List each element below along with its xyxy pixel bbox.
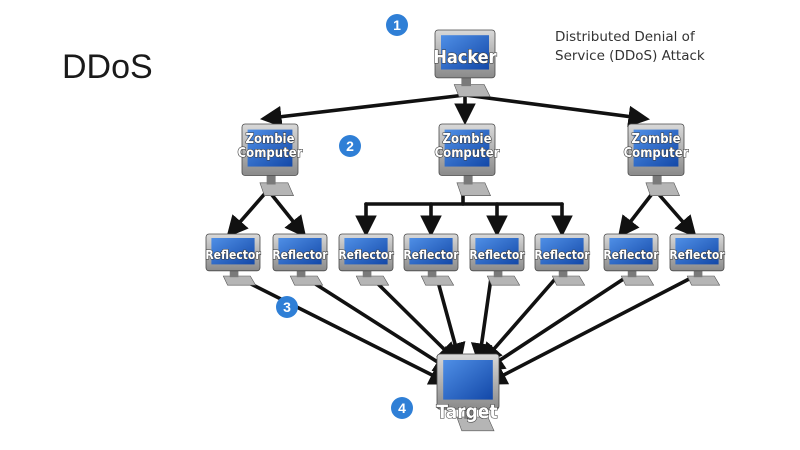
reflector-computer-2: Reflector	[272, 233, 329, 286]
step-number-4: 4	[398, 400, 406, 416]
reflector-label-7: Reflector	[603, 248, 659, 262]
hacker-label: Hacker	[433, 47, 496, 68]
reflector-label-5: Reflector	[469, 248, 525, 262]
arrow-reflector-2-to-target	[304, 276, 456, 374]
reflector-label-3: Reflector	[338, 248, 394, 262]
diagram-caption: Distributed Denial of Service (DDoS) Att…	[555, 28, 755, 66]
zombie-computer-center-label-line1: Zombie	[442, 132, 491, 147]
zombie-computer-right-label-line2: Computer	[624, 146, 689, 161]
step-number-3: 3	[283, 299, 291, 315]
arrow-zombie-left-to-reflector-1	[226, 188, 270, 238]
step-number-1: 1	[393, 17, 401, 33]
arrow-reflector-7-to-target	[482, 276, 627, 372]
hacker-computer: Hacker	[433, 29, 497, 97]
zombie-computer-center-label-line2: Computer	[435, 146, 500, 161]
arrow-reflector-4-to-target	[435, 276, 466, 365]
reflector-label-1: Reflector	[205, 248, 261, 262]
arrow-reflector-8-to-target	[485, 276, 693, 385]
arrow-reflector-3-to-target	[370, 276, 460, 365]
zombie-computer-right-label-line1: Zombie	[631, 132, 680, 147]
target-computer: Target	[436, 353, 500, 432]
step-badges: 1 2 3 4	[276, 14, 413, 419]
arrow-reflector-5-to-target	[470, 276, 493, 365]
slide-title: DDoS	[62, 48, 153, 86]
target-label: Target	[436, 401, 497, 423]
arrow-reflector-1-to-target	[237, 276, 452, 385]
caption-line-1: Distributed Denial of	[555, 29, 695, 45]
zombie-computer-left-label-line2: Computer	[238, 146, 303, 161]
step-badge-1: 1	[386, 14, 408, 36]
reflector-computer-5: Reflector	[469, 233, 526, 286]
zombie-computer-left-label-line1: Zombie	[245, 132, 294, 147]
reflector-computer-6: Reflector	[534, 233, 591, 286]
computer-nodes: HackerZombieComputerZombieComputerZombie…	[205, 29, 726, 432]
caption-line-2: Service (DDoS) Attack	[555, 48, 705, 64]
step-badge-2: 2	[339, 135, 361, 157]
reflector-computer-8: Reflector	[669, 233, 726, 286]
reflector-computer-3: Reflector	[338, 233, 395, 286]
arrow-hacker-to-zombie-left	[259, 93, 467, 128]
arrow-zombie-right-to-reflector-8	[653, 188, 697, 238]
connection-arrows	[226, 93, 697, 385]
step-badge-3: 3	[276, 296, 298, 318]
step-number-2: 2	[346, 138, 354, 154]
reflector-label-2: Reflector	[272, 248, 328, 262]
arrow-zombie-left-to-reflector-2	[266, 188, 307, 238]
reflector-computer-7: Reflector	[603, 233, 660, 286]
arrow-reflector-6-to-target	[480, 276, 558, 365]
reflector-label-8: Reflector	[669, 248, 725, 262]
reflector-computer-1: Reflector	[205, 233, 262, 286]
step-badge-4: 4	[391, 397, 413, 419]
reflector-computer-4: Reflector	[403, 233, 460, 286]
arrow-zombie-right-to-reflector-7	[617, 188, 657, 238]
reflector-label-6: Reflector	[534, 248, 590, 262]
arrow-hacker-to-zombie-right	[463, 93, 650, 128]
reflector-label-4: Reflector	[403, 248, 459, 262]
